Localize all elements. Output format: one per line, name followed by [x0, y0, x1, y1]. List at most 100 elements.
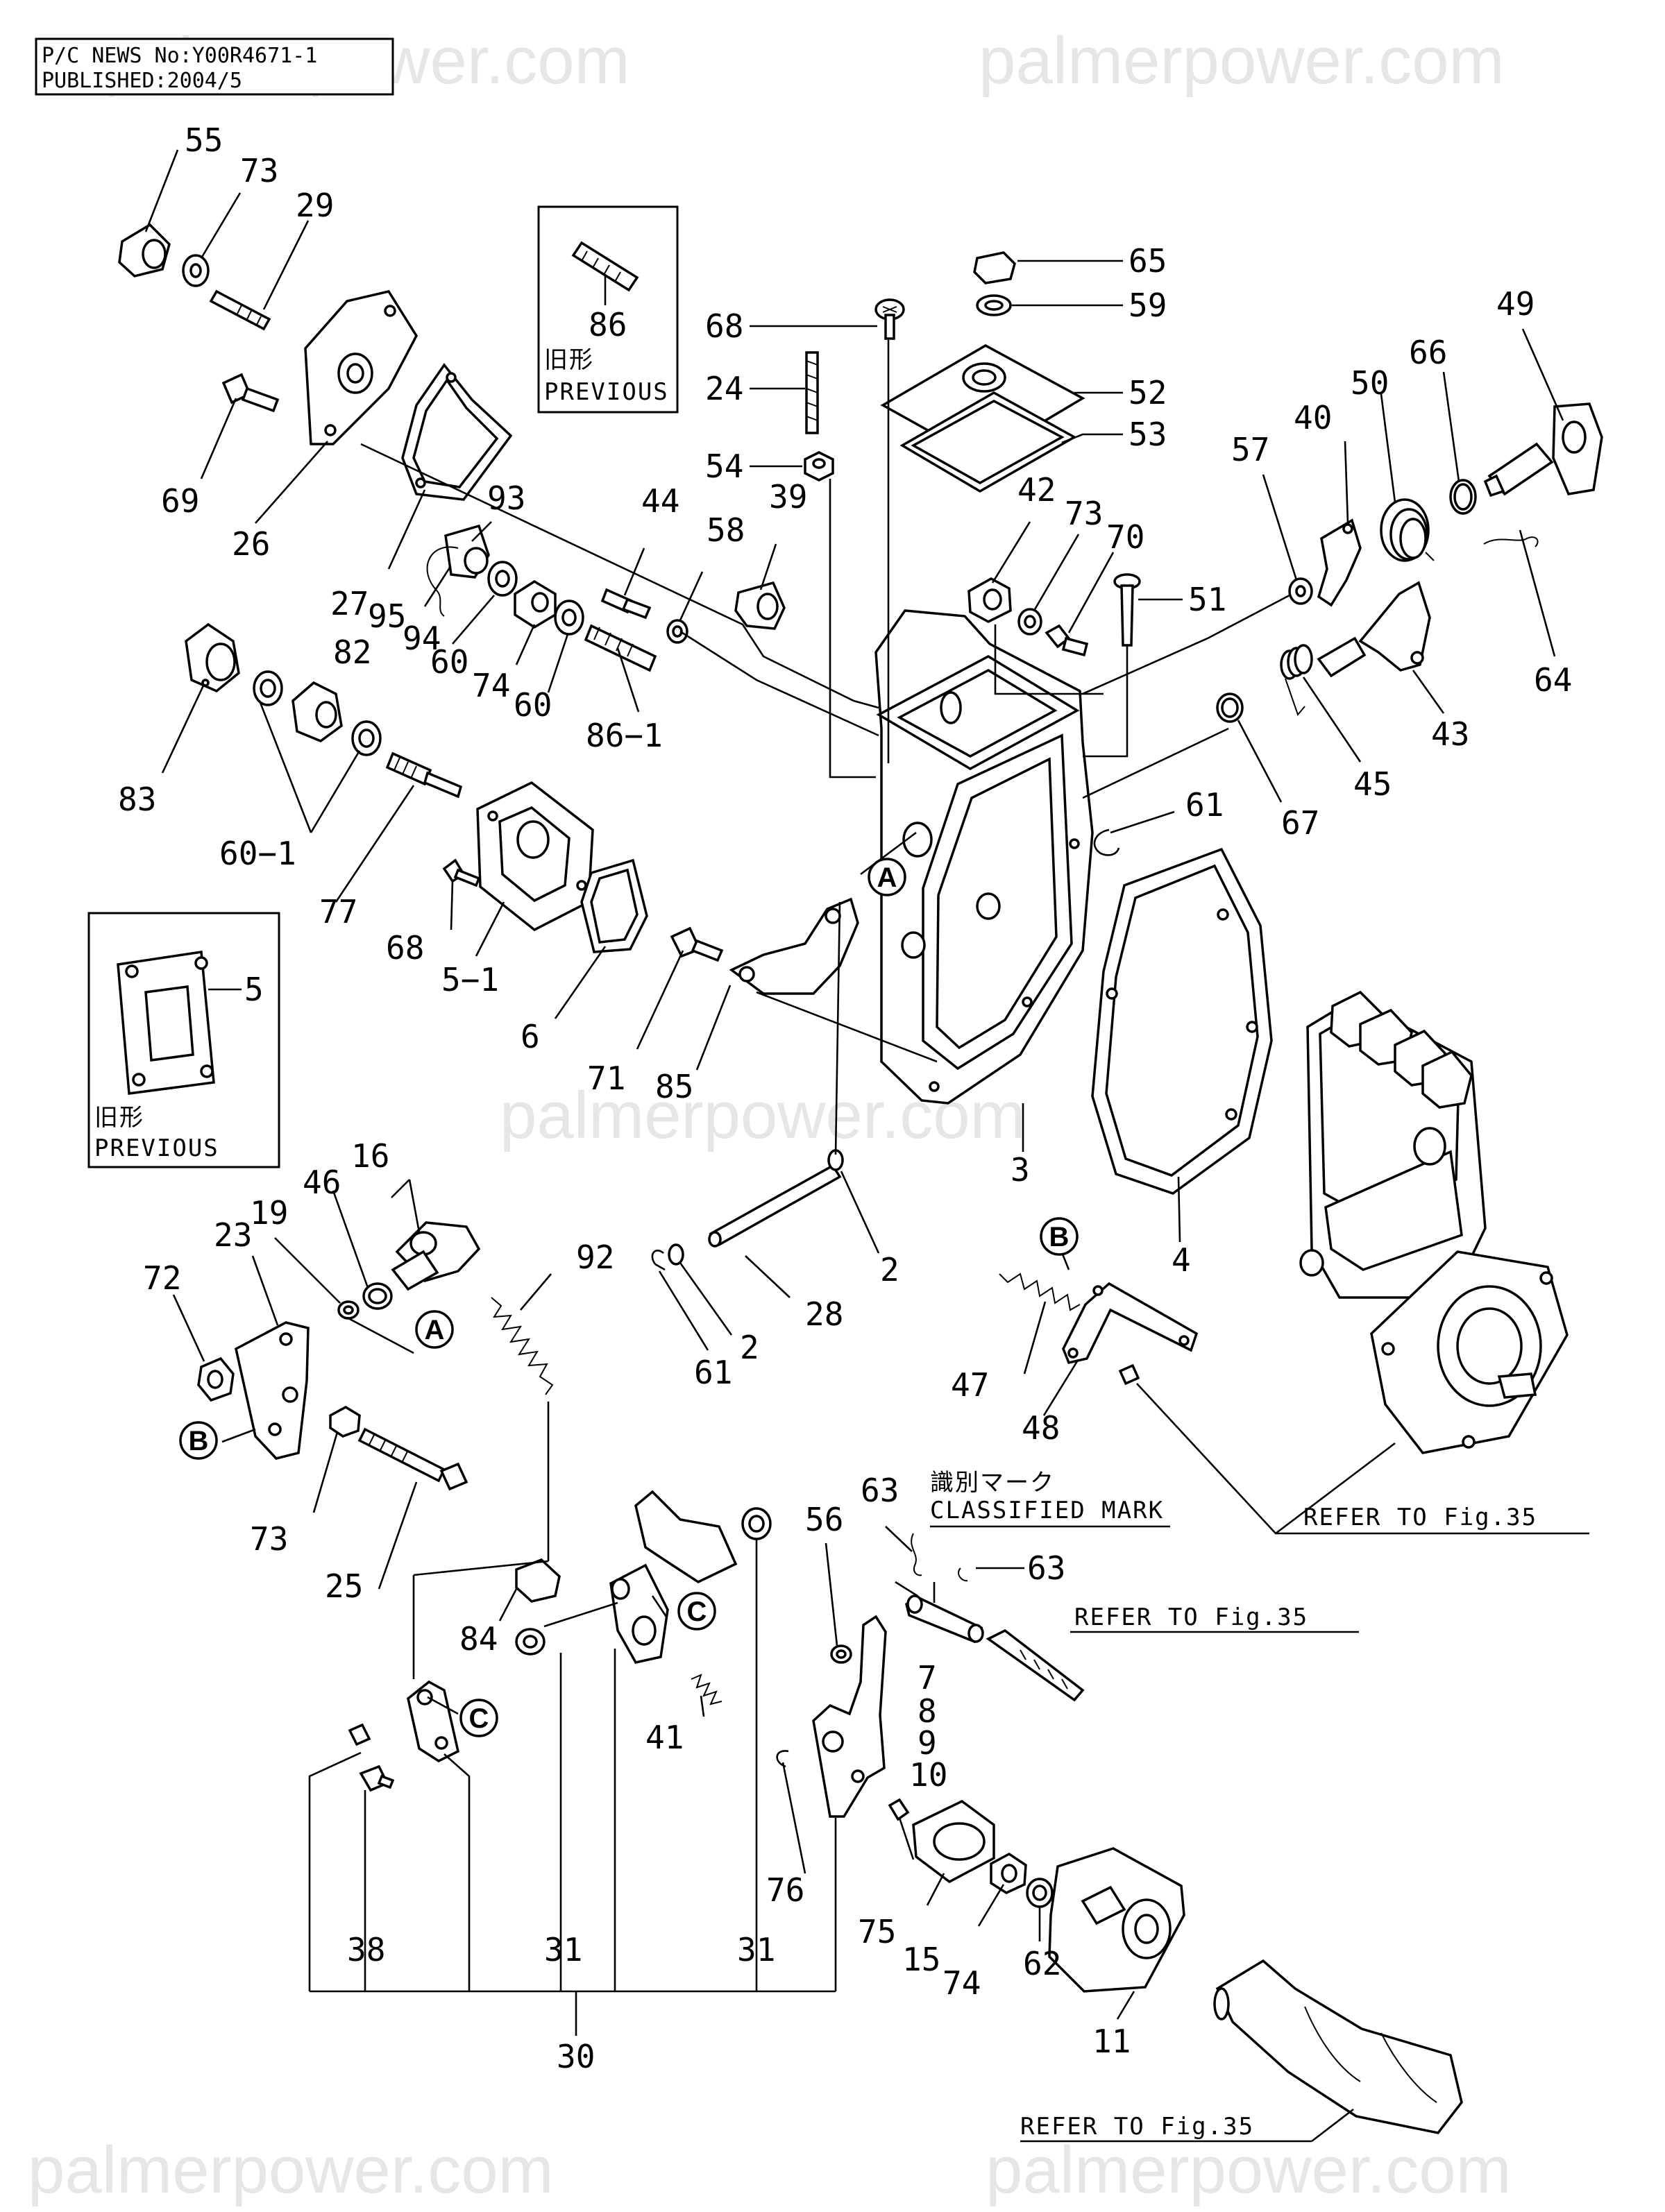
label-86: 86 [589, 306, 627, 343]
washer-60-1-b [351, 720, 382, 756]
label-63-b: 63 [1027, 1549, 1065, 1587]
washer-73-mid [1017, 608, 1042, 636]
label-8: 8 [918, 1692, 937, 1730]
nut-74-a [514, 579, 557, 629]
label-67: 67 [1281, 804, 1319, 842]
plate-26 [304, 290, 419, 445]
label-26: 26 [232, 525, 270, 563]
refer-fig35-pump: REFER TO Fig.35 [1303, 1504, 1537, 1531]
svg-text:C: C [687, 1597, 707, 1627]
plug-84 [515, 1558, 561, 1603]
screw-77 [385, 751, 463, 799]
label-72: 72 [143, 1259, 181, 1297]
label-54: 54 [705, 448, 743, 485]
label-31-left: 31 [544, 1931, 582, 1968]
screw-68-top [874, 298, 905, 340]
oring-67 [1216, 692, 1244, 723]
label-58: 58 [707, 511, 745, 549]
washer-19 [337, 1300, 360, 1320]
label-77: 77 [319, 893, 357, 930]
nut-55 [118, 223, 171, 278]
previous-jp-1: 旧形 [544, 346, 594, 374]
label-23: 23 [214, 1216, 252, 1254]
spring-92 [491, 1297, 554, 1395]
label-86-1: 86−1 [586, 717, 663, 754]
nut-83 [185, 622, 240, 693]
washer-62 [1026, 1878, 1054, 1908]
callout-b-top: B [1040, 1217, 1079, 1256]
screw-68-left [442, 858, 481, 887]
bolt-71 [670, 926, 724, 962]
label-62: 62 [1023, 1945, 1061, 1982]
label-3: 3 [1011, 1151, 1030, 1189]
label-82: 82 [333, 633, 371, 671]
shaft-49 [1483, 402, 1603, 497]
published-date: PUBLISHED:2004/5 [42, 69, 242, 93]
label-53: 53 [1129, 416, 1167, 453]
label-74-a: 74 [472, 667, 510, 704]
label-94: 94 [403, 620, 441, 657]
weight-assy-11 [1048, 1847, 1185, 1993]
label-74-low: 74 [943, 1964, 981, 2002]
cover-5-1 [476, 781, 594, 932]
label-64: 64 [1534, 661, 1572, 699]
label-61-mid: 61 [694, 1354, 732, 1391]
label-40: 40 [1294, 399, 1332, 436]
previous-en-2: PREVIOUS [94, 1134, 219, 1162]
bolt-51 [1113, 573, 1141, 647]
refer-fig35-rod: REFER TO Fig.35 [1074, 1603, 1308, 1631]
washer-58 [666, 619, 688, 644]
label-38: 38 [347, 1931, 385, 1968]
part-labels: 55 73 29 69 26 27 95 94 93 60 74 60 44 5… [118, 121, 1572, 2075]
nut-74-low [990, 1852, 1027, 1894]
plug-42 [967, 577, 1012, 623]
label-7: 7 [918, 1659, 937, 1696]
classified-mark-en: CLASSIFIED MARK [930, 1497, 1164, 1524]
washer-73-top [182, 254, 210, 287]
label-16: 16 [351, 1137, 389, 1175]
label-60-b: 60 [514, 686, 552, 724]
label-50: 50 [1351, 364, 1389, 402]
label-31-right: 31 [737, 1931, 775, 1968]
label-73-mid: 73 [1065, 495, 1103, 532]
label-60-a: 60 [430, 643, 468, 681]
bracket-23 [235, 1321, 310, 1460]
gasket-27 [401, 363, 513, 501]
lever-40 [1317, 518, 1362, 607]
callout-c-link: C [459, 1699, 498, 1737]
callout-a-top: A [868, 858, 906, 896]
rod-classified [986, 1628, 1085, 1702]
label-45: 45 [1353, 765, 1392, 803]
label-68-left: 68 [386, 929, 424, 967]
label-11: 11 [1092, 2023, 1131, 2060]
label-42: 42 [1017, 471, 1056, 509]
lever-76 [812, 1615, 887, 1818]
previous-box-86: 86 旧形 PREVIOUS [537, 205, 679, 414]
svg-text:A: A [425, 1315, 445, 1345]
injection-pump [1299, 990, 1569, 1454]
label-49: 49 [1496, 285, 1535, 323]
spring-50 [1380, 498, 1435, 562]
label-27: 27 [330, 585, 369, 622]
label-10: 10 [909, 1756, 947, 1794]
assembly-93 [426, 524, 490, 617]
pump-flange [1370, 1250, 1569, 1454]
label-71: 71 [587, 1060, 625, 1097]
bolt-69 [221, 373, 280, 413]
svg-text:B: B [189, 1426, 209, 1456]
label-59: 59 [1129, 287, 1167, 324]
camshaft [1213, 1959, 1463, 2134]
link-38 [407, 1680, 460, 1763]
watermark-bottom-right: palmerpower.com [986, 2133, 1512, 2207]
label-75: 75 [858, 1913, 896, 1950]
bolt-70 [1045, 624, 1089, 657]
previous-en-1: PREVIOUS [544, 378, 669, 406]
svg-text:B: B [1049, 1222, 1070, 1252]
previous-box-5: 5 旧形 PREVIOUS [87, 912, 280, 1168]
pin-38-a [348, 1723, 371, 1746]
label-19: 19 [250, 1194, 288, 1232]
label-15: 15 [902, 1941, 940, 1978]
label-57: 57 [1231, 431, 1269, 468]
washer-60-a [487, 561, 518, 597]
